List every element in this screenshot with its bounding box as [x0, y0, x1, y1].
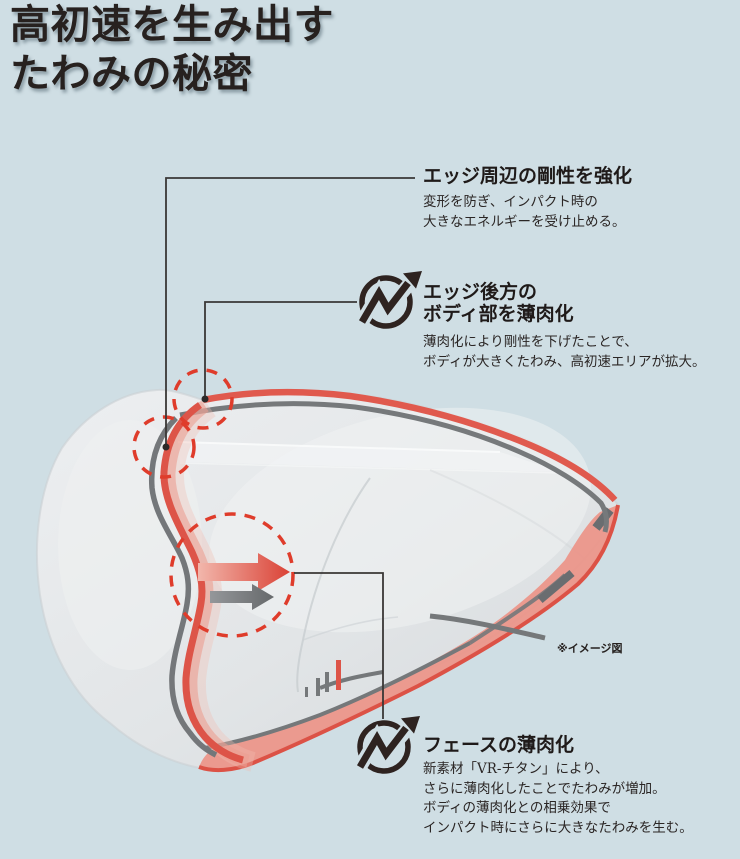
annotation-body-line: さらに薄肉化したことでたわみが増加。 — [423, 780, 666, 797]
annotation-body-thinning: エッジ後方の ボディ部を薄肉化 薄肉化により剛性を下げたことで、 ボディが大きく… — [423, 281, 706, 372]
annotation-heading-line: エッジ後方の — [423, 281, 538, 303]
highlight-circle-edge-rear — [172, 368, 234, 430]
annotation-body: 変形を防ぎ、インパクト時の 大きなエネルギーを受け止める。 — [423, 193, 632, 232]
page-title: 高初速を生み出す たわみの秘密 — [10, 0, 334, 98]
annotation-edge-rigidity: エッジ周辺の剛性を強化 変形を防ぎ、インパクト時の 大きなエネルギーを受け止める… — [423, 164, 632, 232]
annotation-body-line: 新素材「VR-チタン」により、 — [423, 761, 609, 777]
crown-window — [178, 442, 562, 472]
sole-tick-gray — [305, 687, 308, 697]
annotation-heading: エッジ後方の ボディ部を薄肉化 — [423, 281, 706, 325]
annotation-body-line: 薄肉化により剛性を下げたことで、 — [423, 334, 638, 350]
annotation-heading: エッジ周辺の剛性を強化 — [423, 165, 633, 187]
annotation-body-line: ボディの薄肉化との相乗効果で — [423, 800, 611, 816]
page-title-line2: たわみの秘密 — [10, 50, 253, 97]
annotation-body: 新素材「VR-チタン」により、 さらに薄肉化したことでたわみが増加。 ボディの薄… — [423, 760, 693, 838]
leader-body-thinning — [204, 301, 357, 399]
annotation-face-thinning: フェースの薄肉化 新素材「VR-チタン」により、 さらに薄肉化したことでたわみが… — [423, 733, 693, 838]
annotation-body-line: 変形を防ぎ、インパクト時の — [423, 194, 598, 210]
leader-lines — [165, 177, 415, 719]
annotation-body: 薄肉化により剛性を下げたことで、 ボディが大きくたわみ、高初速エリアが拡大。 — [423, 333, 706, 372]
sole-tick-red — [336, 660, 341, 690]
highlight-circles — [132, 368, 295, 638]
annotation-body-line: 大きなエネルギーを受け止める。 — [423, 213, 626, 230]
leader-edge-rigidity — [165, 177, 415, 447]
highlight-circle-edge — [132, 415, 196, 479]
highlight-circle-face — [169, 512, 295, 638]
annotation-body-line: ボディが大きくたわみ、高初速エリアが拡大。 — [423, 353, 706, 370]
trend-up-icon — [355, 270, 423, 329]
annotation-heading-line: ボディ部を薄肉化 — [423, 303, 574, 325]
annotation-heading: フェースの薄肉化 — [423, 734, 575, 756]
leader-dot — [162, 443, 170, 451]
leader-dot — [201, 395, 209, 403]
thin-wall-cut-band — [198, 504, 620, 773]
annotation-body-line: インパクト時にさらに大きなたわみを生む。 — [423, 819, 693, 836]
flex-arrows — [198, 553, 290, 610]
gray-flex-arrow — [210, 584, 274, 610]
page-title-line1: 高初速を生み出す — [10, 1, 334, 48]
sole-tick-gray — [316, 678, 320, 696]
image-note: ※イメージ図 — [557, 642, 623, 655]
face-flex-lines — [148, 399, 256, 772]
edge-lines-top — [179, 388, 618, 533]
trend-up-icon — [353, 715, 421, 774]
sole-tick-gray — [325, 672, 329, 692]
leader-face-thinning — [294, 572, 384, 719]
red-flex-arrow — [198, 553, 290, 591]
